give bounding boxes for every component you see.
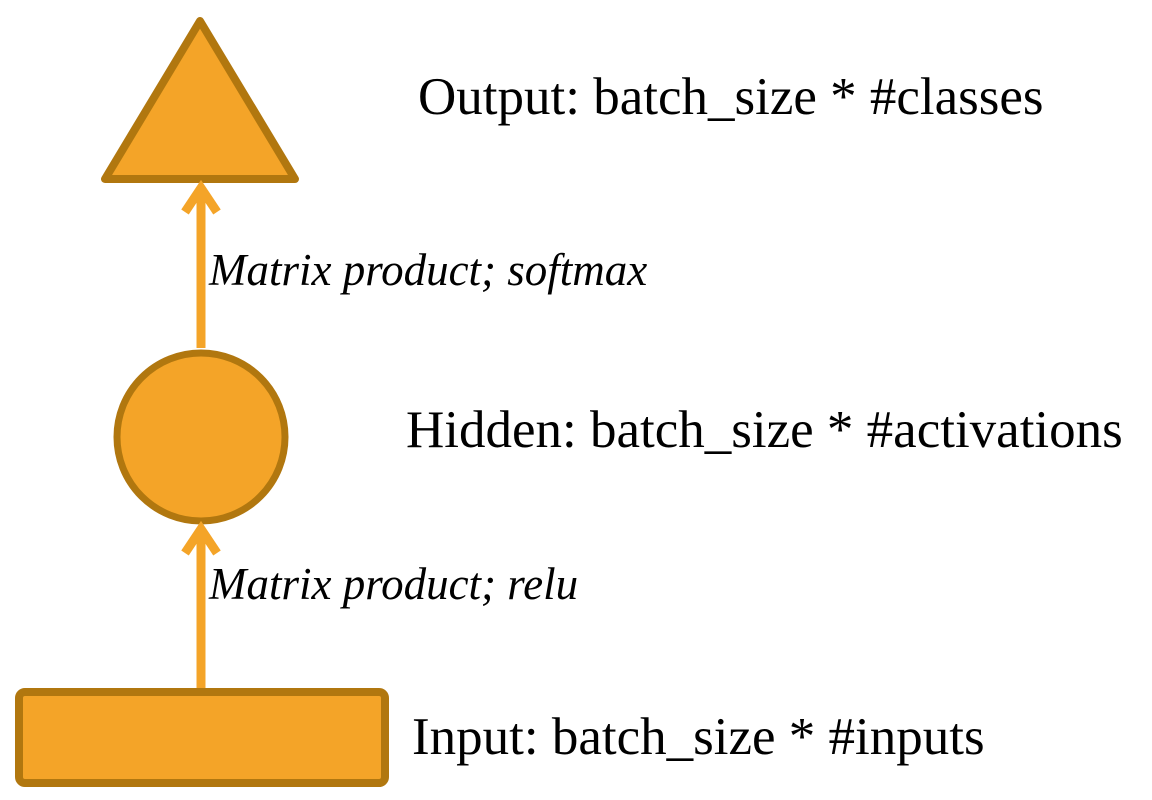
arrow-head-icon: [181, 520, 221, 556]
arrow-input-to-hidden: [181, 520, 221, 689]
input-rectangle-node: [15, 688, 389, 787]
edge-label-relu: Matrix product; relu: [209, 559, 579, 609]
arrow-hidden-to-output: [181, 179, 221, 348]
edge-label-softmax: Matrix product; softmax: [209, 245, 648, 295]
hidden-node-label: Hidden: batch_size * #activations: [406, 401, 1123, 459]
output-triangle-node: [101, 17, 299, 183]
hidden-circle-node: [113, 349, 289, 525]
arrow-head-icon: [181, 179, 221, 215]
input-node-label: Input: batch_size * #inputs: [412, 708, 985, 766]
output-node-label: Output: batch_size * #classes: [418, 68, 1044, 126]
